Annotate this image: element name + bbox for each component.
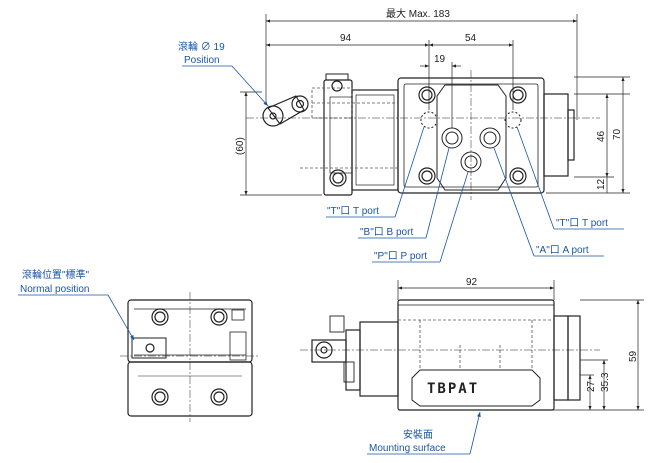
dim-54: 54 <box>465 33 477 44</box>
roller-arm <box>267 95 305 125</box>
front-view <box>311 299 581 411</box>
normal-label-cn: 滾輪位置"標準" <box>22 268 90 281</box>
dim-60: (60) <box>235 137 246 155</box>
dim-19: 19 <box>434 54 446 65</box>
dim-70: 70 <box>612 128 623 140</box>
top-dimensions <box>240 14 630 196</box>
dim-12: 12 <box>596 178 607 190</box>
mounting-plate <box>411 369 541 407</box>
mount-label-cn: 安裝面 <box>403 428 433 441</box>
roller <box>262 105 284 127</box>
port-label-b: "B"口 B port <box>360 227 413 238</box>
port-label-a: "A"口 A port <box>536 245 589 256</box>
dim-92: 92 <box>466 277 478 288</box>
roller-label-cn: 滾輪 ∅ 19 <box>178 40 225 53</box>
body-extension <box>543 93 569 177</box>
roller-label-en: Position <box>184 55 220 66</box>
front-dimensions <box>397 280 644 411</box>
port-label-t-right: "T"口 T port <box>556 218 608 229</box>
dim-max-length: 最大 Max. 183 <box>386 7 450 20</box>
dim-27: 27 <box>586 380 597 392</box>
port-stamp: TBPAT <box>427 381 479 397</box>
port-label-t-left: "T"口 T port <box>327 206 379 217</box>
dim-35-3: 35.3 <box>600 372 611 392</box>
port-label-p: "P"口 P port <box>374 251 427 262</box>
dim-46: 46 <box>596 130 607 142</box>
port-labels: "T"口 T port "B"口 B port "P"口 P port "A"口… <box>326 126 624 263</box>
normal-label-en: Normal position <box>20 284 89 295</box>
dim-59: 59 <box>628 350 639 362</box>
top-view <box>262 73 575 196</box>
mount-label-en: Mounting surface <box>369 443 446 454</box>
bolt-holes <box>418 86 527 185</box>
cam-housing <box>351 89 399 191</box>
dim-94: 94 <box>340 33 352 44</box>
